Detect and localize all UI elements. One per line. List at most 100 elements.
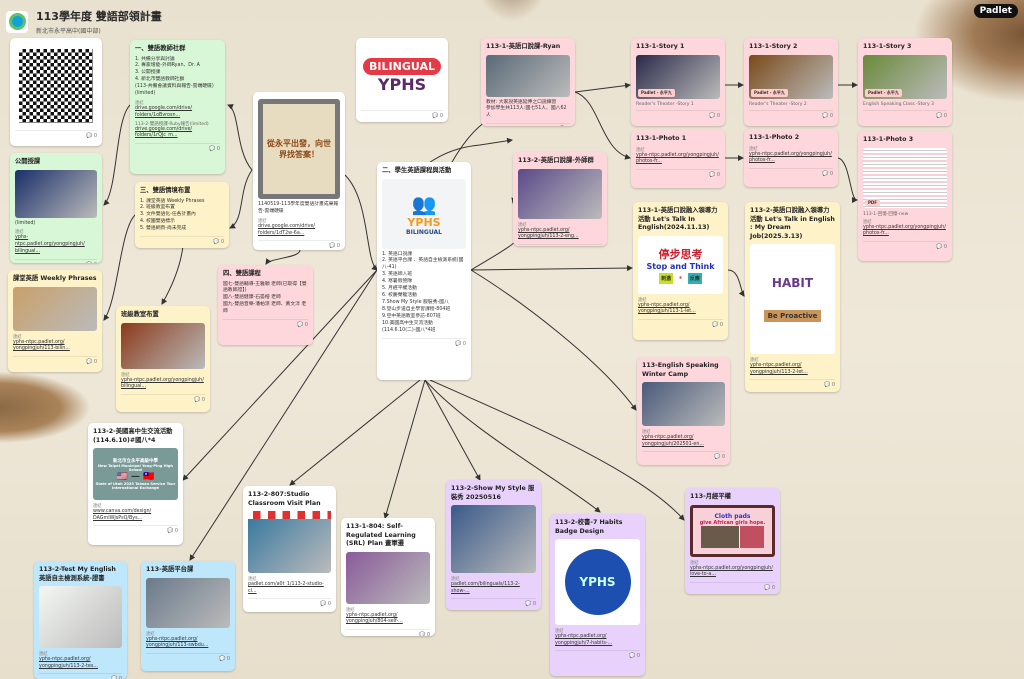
comment-button[interactable]: 💬 0 — [93, 525, 178, 534]
card-link[interactable]: photos-fr... — [636, 159, 662, 165]
card-srl-plan[interactable]: 113-1-804: Self-Regulated Learning (SRL)… — [341, 518, 435, 636]
card-link[interactable]: yphs-ntpc.padlet.org/yongpingjuh/ — [636, 152, 719, 158]
card-link[interactable]: yongpingjuh/113-2-tes... — [39, 663, 98, 669]
comment-button[interactable]: 💬 0 — [135, 143, 220, 152]
comment-button[interactable]: 💬 0 — [642, 451, 725, 460]
card-link[interactable]: yongpingjuh/804-self-... — [346, 619, 403, 625]
card-link[interactable]: show-... — [451, 588, 470, 594]
card-link[interactable]: yongpingjuh/113-2-let... — [750, 369, 808, 375]
card-link[interactable]: yphs-ntpc.padlet.org/ — [346, 612, 398, 618]
card-link[interactable]: photos-fr... — [863, 231, 889, 237]
card-yongping-poster[interactable]: 從永平出發，向世界找答案！1140519-113學年度雙語計畫成果報告-雲端硬碟… — [253, 92, 345, 250]
card-link[interactable]: folders/1oBvrosn... — [135, 112, 181, 118]
comment-button[interactable]: 💬 0 — [15, 130, 97, 139]
card-dream-job[interactable]: 113-2-英語口說融入領導力活動 Let's Talk in English … — [745, 202, 840, 392]
comment-button[interactable]: 💬 0 — [15, 258, 97, 263]
card-link[interactable]: padlet.com/a0t_1/113-2-studio- — [248, 582, 324, 587]
card-link[interactable]: padlet.com/bilinguals/113-2- — [451, 582, 520, 587]
card-link-2[interactable]: drive.google.com/drive/ — [135, 126, 193, 132]
card-link[interactable]: yphs-ntpc.padlet.org/yongpingjuh/ — [863, 224, 946, 230]
card-link[interactable]: yongpingjuh/113-2-eng... — [518, 234, 579, 240]
comment-button[interactable]: 💬 0 — [39, 673, 122, 679]
card-link[interactable]: yphs-ntpc.padlet.org/ — [146, 636, 198, 642]
card-link[interactable]: yphs-ntpc.padlet.org/yongpingjuh/ — [690, 565, 773, 571]
card-link[interactable]: bilingual... — [15, 248, 41, 254]
card-link[interactable]: yongpingjuh/202501-en... — [642, 441, 704, 447]
comment-button[interactable]: 💬 0 — [223, 319, 308, 328]
comment-button[interactable]: 💬 0 — [863, 109, 947, 119]
card-link[interactable]: photos-fr... — [749, 158, 775, 164]
card-link[interactable]: bilingual... — [121, 384, 147, 390]
card-link[interactable]: drive.google.com/drive/ — [135, 106, 193, 112]
comment-button[interactable]: 💬 0 — [749, 109, 833, 119]
comment-button[interactable]: 💬 0 — [636, 109, 720, 119]
card-link[interactable]: cl... — [248, 588, 257, 594]
card-link[interactable]: yongpingjuh/113-swbdu... — [146, 643, 209, 649]
comment-button[interactable]: 💬 0 — [121, 393, 205, 403]
comment-button[interactable]: 💬 0 — [146, 652, 230, 662]
card-link[interactable]: yphs-ntpc.padlet.org/yongpingjuh/ — [749, 151, 832, 157]
card-link[interactable]: yphs-ntpc.padlet.org/ — [750, 363, 802, 368]
comment-button[interactable]: 💬 0 — [863, 240, 947, 250]
card-link[interactable]: yphs-ntpc.padlet.org/ — [13, 339, 65, 345]
card-bilingual-courses[interactable]: 四、雙語課程國七-雙語輔導-王雅穎 老師(已取得【雙語教師證】)國八-雙語健康-… — [218, 265, 313, 345]
card-link[interactable]: yongpingjuh/113-1-let... — [638, 309, 696, 315]
card-link[interactable]: DAGmIWJsPsQ/Bys... — [93, 515, 143, 521]
card-link[interactable]: yphs-ntpc.padlet.org/ — [518, 227, 570, 233]
comment-button[interactable]: 💬 0 — [451, 598, 536, 607]
comment-button[interactable]: 💬 0 — [13, 355, 97, 365]
card-link-2[interactable]: folders/1rQJc_m... — [135, 133, 178, 139]
comment-button[interactable]: 💬 0 — [690, 581, 775, 591]
comment-button[interactable]: 💬 0 — [638, 318, 723, 328]
comment-button[interactable]: 💬 0 — [636, 168, 720, 178]
card-link[interactable]: folders/1dT2w-6a... — [258, 230, 305, 236]
card-link[interactable]: love-to-a... — [690, 572, 716, 578]
padlet-brand-button[interactable]: Padlet — [973, 4, 1018, 18]
card-link[interactable]: yongpingjuh/113-bilin... — [13, 346, 70, 352]
card-link[interactable]: drive.google.com/drive/ — [258, 223, 316, 229]
comment-button[interactable]: 💬 0 — [361, 110, 443, 119]
card-link[interactable]: yphs-ntpc.padlet.org/yongpingjuh/ — [15, 235, 85, 248]
card-qr-code[interactable]: 💬 0 — [10, 38, 102, 146]
comment-button[interactable]: 💬 0 — [140, 236, 224, 245]
card-link[interactable]: yphs-ntpc.padlet.org/ — [39, 657, 91, 662]
card-link[interactable]: yphs-ntpc.padlet.org/ — [555, 634, 607, 639]
comment-button[interactable]: 💬 0 — [258, 240, 340, 249]
comment-button[interactable]: 💬 0 — [346, 628, 430, 636]
comment-button[interactable]: 💬 0 — [248, 598, 331, 607]
card-link[interactable]: yongpingjuh/7-habits-... — [555, 640, 613, 646]
comment-button[interactable]: 💬 0 — [750, 379, 835, 388]
comment-button[interactable]: 💬 0 — [382, 337, 466, 347]
card-link[interactable]: yphs-ntpc.padlet.org/ — [642, 435, 694, 440]
card-link[interactable]: yphs-ntpc.padlet.org/yongpingjuh/ — [121, 377, 204, 383]
card-link[interactable]: yphs-ntpc.padlet.org/ — [638, 302, 690, 308]
comment-button[interactable]: 💬 0 — [749, 167, 833, 177]
card-leadership-2024[interactable]: 113-1-英語口說融入領導力活動 Let's Talk In English(… — [633, 202, 728, 340]
comment-button[interactable]: 💬 0 — [518, 243, 602, 246]
card-link[interactable]: www.canva.com/design/ — [93, 509, 152, 514]
comment-button[interactable]: 💬 1 — [486, 123, 570, 126]
